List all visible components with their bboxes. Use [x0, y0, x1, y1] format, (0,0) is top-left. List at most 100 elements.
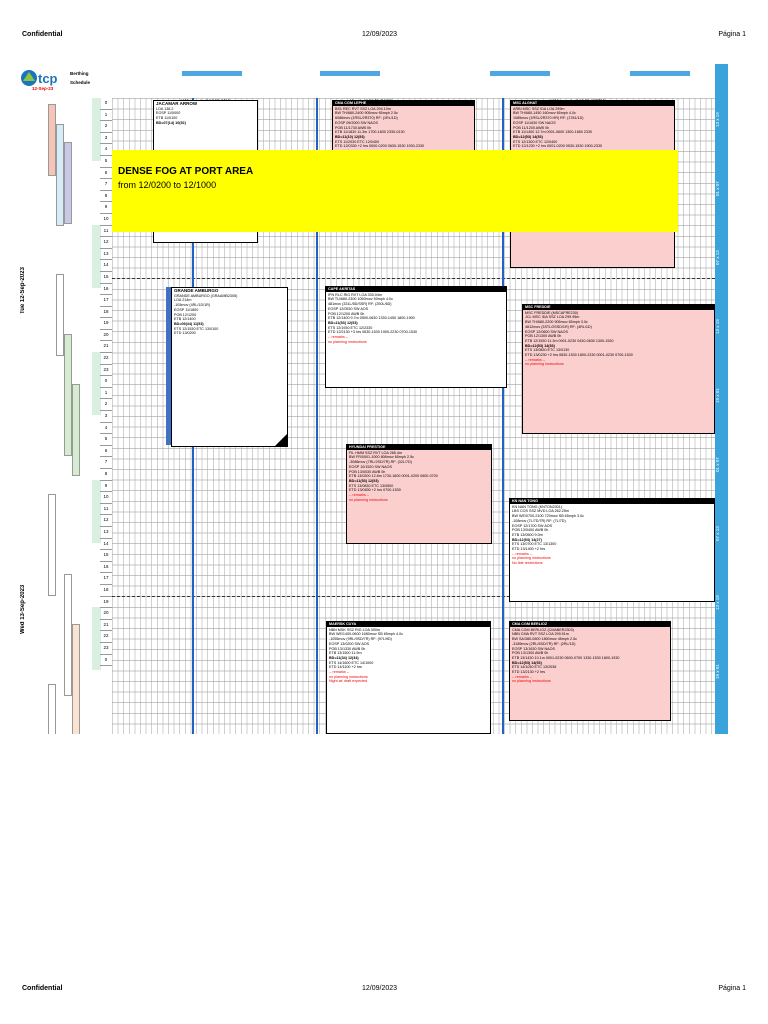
- ship-line: ETS 12/1530 ETC 13/0100: [174, 326, 219, 331]
- ship-card-kn[interactable]: KN NAN TONG KN NAN TONG (KNTON2301)LBS C…: [509, 498, 715, 602]
- ship-line: EOSP 11/0000: [156, 111, 181, 116]
- ship-line: ETS 13/0700 ETC 13/1300: [512, 542, 557, 547]
- ruler-tick: [431, 64, 437, 94]
- hour-label: 23: [100, 643, 112, 655]
- ship-line: BD=12(53) 14(53): [512, 660, 542, 665]
- ship-line: ETD 13/0200: [174, 331, 196, 336]
- day-label-2: Wed 13-Sep-2023: [20, 584, 26, 634]
- shift-cell: [92, 416, 101, 479]
- ruler-tick: [252, 64, 258, 94]
- ship-line: ETB 13/1500 11.9m: [329, 651, 362, 656]
- ship-card-grande[interactable]: GRANDE AMBURGO GRANDE AMBURGO (GRAAMB230…: [171, 287, 288, 447]
- ruler-tick: [588, 64, 594, 94]
- ship-line: ETD 12/0330 +2 hrs 0000-0200 0630-1530 1…: [335, 144, 425, 149]
- shift-cell: [92, 479, 101, 543]
- ruler-tick: [392, 64, 398, 94]
- ship-line: ETB 13/0200 12.8m 1730-1800 0001-0200 06…: [349, 474, 438, 479]
- ship-card-cape[interactable]: CAPE AKRITAS IPN RLC RIG RVT LOA 330.04m…: [325, 286, 507, 388]
- ruler-tick: [347, 64, 353, 94]
- ship-line: no planning instructions: [329, 674, 368, 679]
- shift-label: 13 x 19: [715, 319, 720, 335]
- fog-warning: DENSE FOG AT PORT AREA from 12/0200 to 1…: [112, 150, 678, 232]
- section-bar: [320, 71, 380, 76]
- ship-line: ETS 11/2030 ETC 12/0400: [335, 139, 380, 144]
- ship-line: EOSP 12/0600 SW NAOS: [525, 329, 568, 334]
- ship-title: CMA CGM LEPHE: [333, 101, 474, 106]
- ship-line: ETD 12/2130 +3 hrs 0630-1530 1900-2230 0…: [328, 330, 418, 335]
- ship-line: -- remarks --: [512, 551, 533, 556]
- ship-line: BW TH/680-1450 160mov 65mph 4.0c: [513, 111, 576, 116]
- ship-line: -105mov (4RL/1D/1R): [174, 303, 211, 308]
- shift-cell: [92, 161, 101, 225]
- ship-line: EOSP 13/1630 SW NAOS: [512, 646, 555, 651]
- ship-line: no planning instructions: [512, 556, 551, 561]
- section-bar: [630, 71, 690, 76]
- ship-line: BD=11(53) 12(53): [349, 478, 379, 483]
- ship-line: 1085mov (1RSL/2R370 HR) RF: (1781/1D): [513, 116, 584, 121]
- ship-title: GRANDE AMBURGO: [174, 288, 219, 293]
- ruler-tick: [364, 64, 370, 94]
- ship-card-hyundai[interactable]: HYUNDAI PRESTIGE FIL HMM SSZ RVT LOA 265…: [346, 444, 492, 544]
- ruler-tick: [403, 64, 409, 94]
- hour-label: 7: [100, 457, 112, 469]
- ship-line: ETS 13/0830 ETC 13/0500: [349, 483, 394, 488]
- hour-label: 15: [100, 272, 112, 284]
- ship-line: ETB 12/1400: [174, 317, 196, 322]
- ship-line: -- remarks --: [512, 674, 533, 679]
- ruler-tick: [224, 64, 230, 94]
- ship-line: LBS COS SSZ MVD LOA 262.25m: [512, 509, 569, 514]
- ship-line: -3086mov (7RL/2SD/7R) RF: (32L/7D): [349, 460, 412, 465]
- ruler-tick: [168, 64, 174, 94]
- ship-line: BW FR/0001-1000 808mov 65mph 2.5c: [349, 455, 414, 460]
- ship-line: ETD 13/0830 +2 hrs 0700-1530: [349, 488, 401, 493]
- hour-label: 3: [100, 133, 112, 145]
- ship-title: HYUNDAI PRESTIGE: [347, 445, 491, 450]
- hour-label: 9: [100, 481, 112, 493]
- shift-cell: [92, 670, 101, 734]
- corner-mark: [275, 434, 287, 446]
- footer-confidential: Confidential: [22, 985, 63, 992]
- shift-cell: [92, 543, 101, 607]
- ruler-tick: [235, 64, 241, 94]
- shift-label: 01 x 07: [715, 181, 720, 197]
- ship-line: POB 12/1200: [174, 312, 197, 317]
- shift-label: 13 x 19: [715, 112, 720, 128]
- ruler-tick: [291, 64, 297, 94]
- ship-line: BW TH/680-2400 905mov 65mph 2.5c: [335, 111, 398, 116]
- ruler-tick: [560, 64, 566, 94]
- ship-line: POB 13/0030 AWB 0h: [349, 469, 386, 474]
- ruler-tick: [123, 64, 129, 94]
- ship-line: BD=11(53) 12(53): [328, 320, 358, 325]
- shift-cell: [92, 98, 101, 161]
- ship-card-msc2[interactable]: MSC FREDDIE MSC FREDDIE (MSCAFRE230)JCL …: [522, 304, 715, 434]
- ship-line: ETB 12/1530 11.3m 0001-0230 0430-0630 13…: [525, 338, 614, 343]
- ship-line: ETD 13/0230 +2 hrs 0830-1530 1800-2330 0…: [525, 353, 633, 358]
- hour-label: 0: [100, 98, 112, 110]
- ship-title: JACAMAR ARROW: [156, 101, 198, 106]
- ruler-tick: [459, 64, 465, 94]
- ship-line: NBN CMA RVT SSZ LOA 299.91m: [512, 632, 569, 637]
- ruler-tick: [532, 64, 538, 94]
- hour-label: 6: [100, 446, 112, 458]
- ship-line: ARBI MSC SSZ IDA LOA 299m: [513, 106, 565, 111]
- ship-line: Night air draft expected: [329, 679, 368, 684]
- hour-label: 0: [100, 655, 112, 667]
- ship-line: POB 12/1300 AWB 0h: [525, 334, 562, 339]
- ship-line: ETD 14/1100 +2 hrs: [329, 665, 362, 670]
- ship-title: MSC ALGHAT: [511, 101, 674, 106]
- ship-card-cma2[interactable]: CMA CGM BERLIOZ CMA CGM BERLIOZ (CMABER2…: [509, 621, 671, 721]
- ship-line: EOSP 12/0530 SW AOS: [328, 306, 369, 311]
- hour-label: 10: [100, 492, 112, 504]
- ruler-tick: [308, 64, 314, 94]
- hour-label: 1: [100, 110, 112, 122]
- ship-line: ETS 12/1300 ETC 12/0400: [513, 139, 558, 144]
- ship-title: MSC FREDDIE: [523, 305, 714, 310]
- ship-line: ETB 11/1400 12.7m 0001-0600 1300-1650 23…: [513, 130, 593, 135]
- ruler-tick: [207, 64, 213, 94]
- header-confidential: Confidential: [22, 31, 63, 38]
- ship-line: ETB 12/1400 9.7m 0500-0630 1330-1450 180…: [328, 316, 415, 321]
- hour-label: 21: [100, 341, 112, 354]
- ruler-tick: [627, 64, 633, 94]
